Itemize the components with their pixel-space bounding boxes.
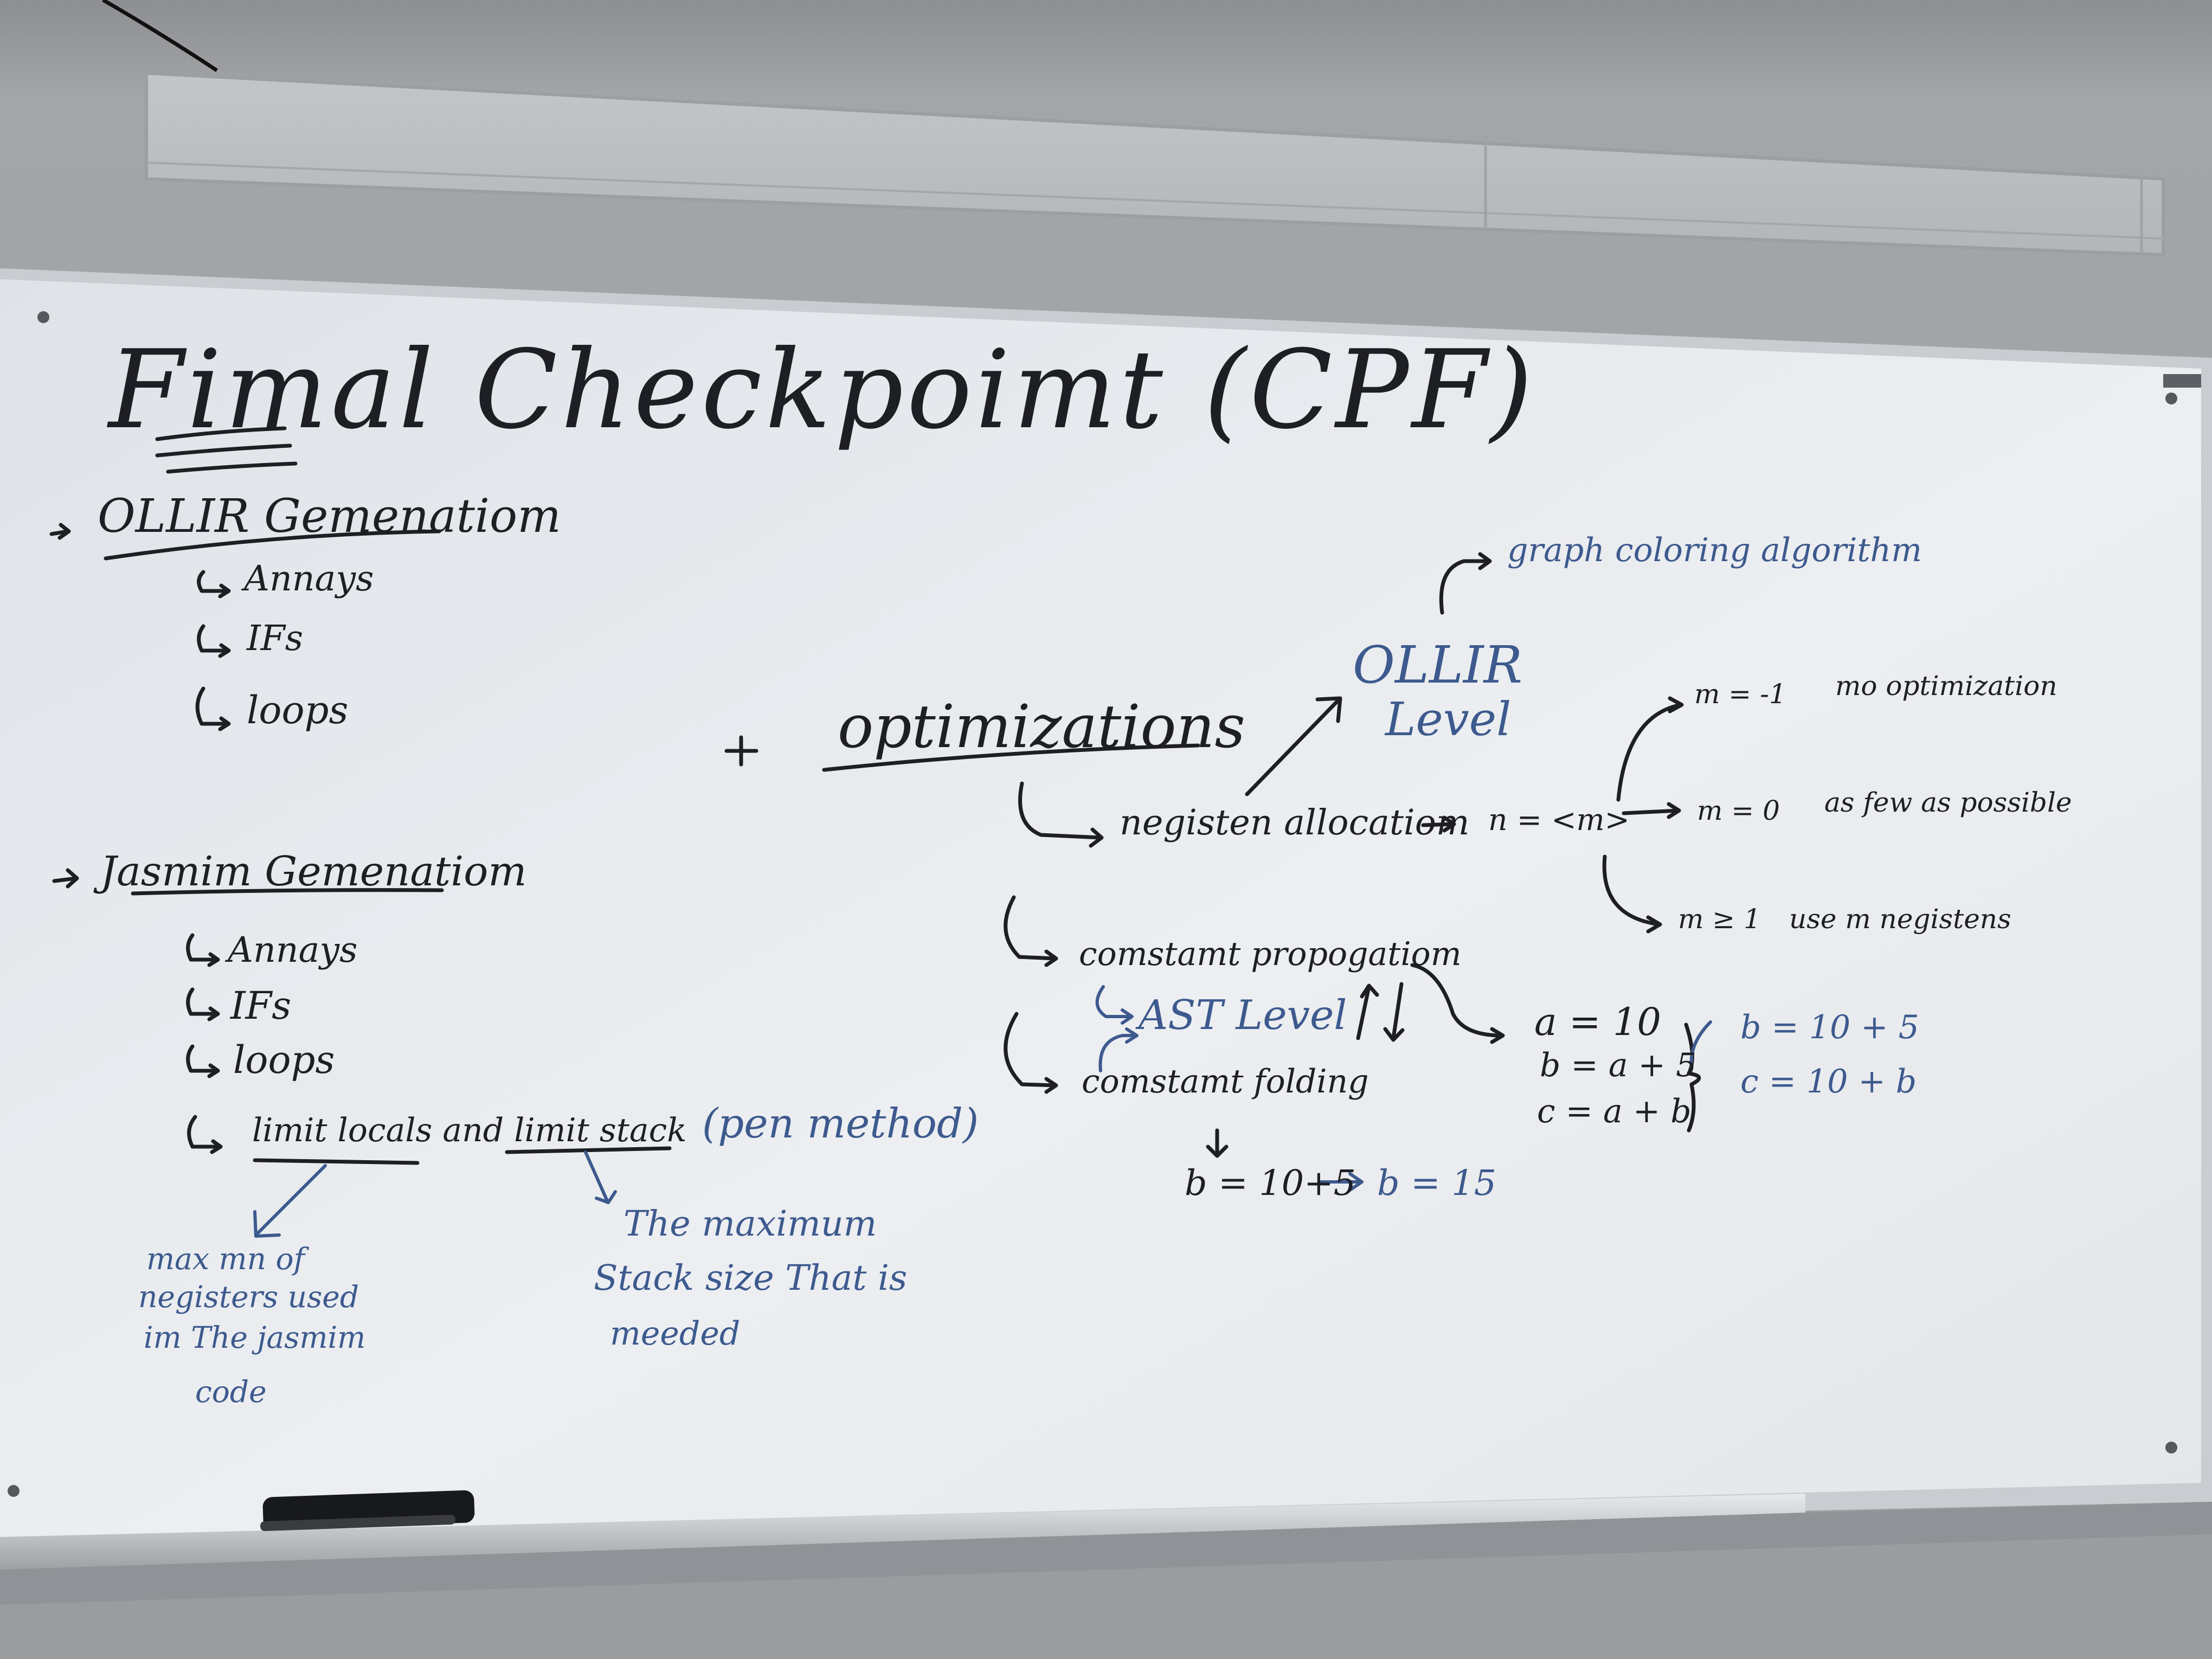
option-value-at-least-one: m ≥ 1	[1678, 903, 1761, 935]
stack-note-line-2: Stack size That is	[594, 1258, 908, 1298]
example-line-c: c = a + b	[1537, 1092, 1692, 1130]
ollir-item-ifs: IFs	[247, 618, 304, 659]
jasmin-limits-line: limit locals and limit stack	[252, 1111, 687, 1149]
register-option-label: n = <m>	[1488, 802, 1630, 837]
locals-note-line-2: negisters used	[138, 1279, 359, 1314]
option-value-zero: m = 0	[1697, 795, 1780, 826]
option-meaning-minus-one: mo optimization	[1835, 670, 2057, 702]
ollir-item-loops: loops	[247, 688, 349, 732]
propagated-line-c: c = 10 + b	[1740, 1063, 1917, 1101]
constant-folding-label: comstamt folding	[1082, 1063, 1369, 1101]
option-meaning-at-least-one: use m negistens	[1789, 903, 2011, 935]
example-line-b: b = a + 5	[1540, 1046, 1697, 1084]
stack-note-line-1: The maximum	[623, 1204, 877, 1244]
ollir-item-arrays: Annays	[244, 558, 374, 599]
jasmin-item-ifs: IFs	[230, 983, 292, 1028]
constant-propagation-label: comstamt propogatiom	[1079, 935, 1462, 973]
marker	[260, 1490, 475, 1532]
graph-coloring-note: graph coloring algorithm	[1507, 531, 1922, 569]
propagated-line-b: b = 10 + 5	[1740, 1008, 1919, 1046]
per-method-note: (pen method)	[702, 1099, 979, 1147]
ollir-level-line-2: Level	[1385, 693, 1512, 747]
option-value-minus-one: m = -1	[1694, 678, 1786, 710]
board-surface	[0, 279, 2201, 1537]
ollir-generation-heading: OLLIR Gemenatiom	[98, 490, 561, 543]
locals-note-line-4: code	[195, 1374, 267, 1409]
folding-input: b = 10+5	[1185, 1163, 1356, 1204]
board-title: Fimal Checkpoimt (CPF)	[108, 327, 1536, 453]
folding-result: b = 15	[1377, 1163, 1497, 1204]
locals-note-line-3: im The jasmim	[144, 1320, 366, 1355]
optimizations-heading: optimizations	[838, 692, 1245, 761]
option-meaning-zero: as few as possible	[1824, 787, 2072, 818]
marker-tray	[0, 1494, 1805, 1570]
jasmin-item-arrays: Annays	[228, 930, 358, 970]
locals-note-line-1: max mn of	[146, 1242, 305, 1276]
projector-rail	[145, 71, 2165, 257]
register-allocation-label: negisten allocatiom	[1120, 802, 1470, 843]
ast-level-label: AST Level	[1139, 991, 1347, 1039]
example-line-a: a = 10	[1534, 1000, 1661, 1044]
ollir-level-line-1: OLLIR	[1353, 635, 1523, 695]
jasmin-item-loops: loops	[233, 1038, 335, 1082]
stack-note-line-3: meeded	[610, 1315, 741, 1353]
jasmin-generation-heading: Jasmim Gemenatiom	[100, 847, 527, 895]
